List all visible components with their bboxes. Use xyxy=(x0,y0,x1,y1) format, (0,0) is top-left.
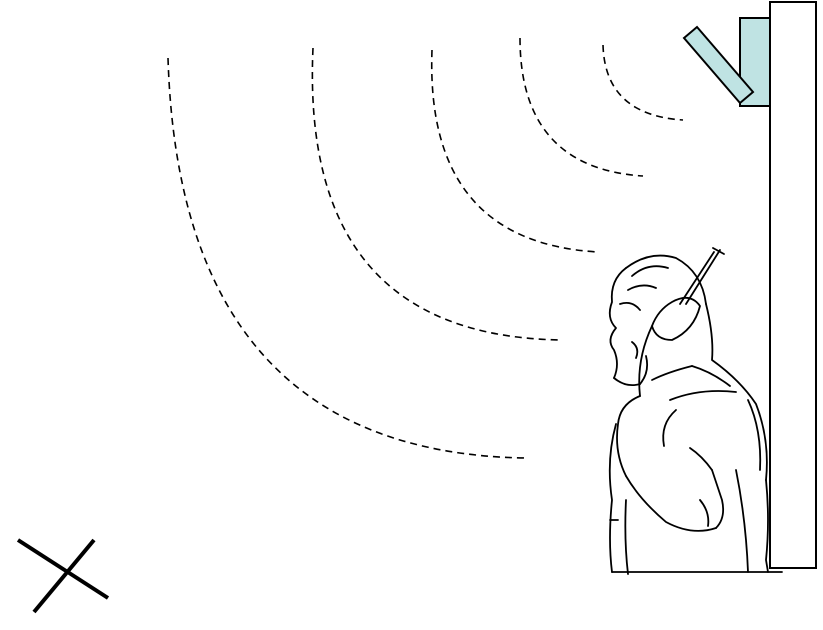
wall xyxy=(770,2,816,568)
signal-wave xyxy=(432,50,598,252)
x-mark-icon xyxy=(18,540,108,612)
signal-wave xyxy=(168,58,525,458)
signal-wave xyxy=(520,38,643,176)
signal-waves xyxy=(168,38,683,458)
signal-wave xyxy=(603,45,683,120)
antenna-icon xyxy=(684,18,770,106)
signal-wave xyxy=(312,48,560,340)
person-on-phone-icon xyxy=(610,248,782,574)
